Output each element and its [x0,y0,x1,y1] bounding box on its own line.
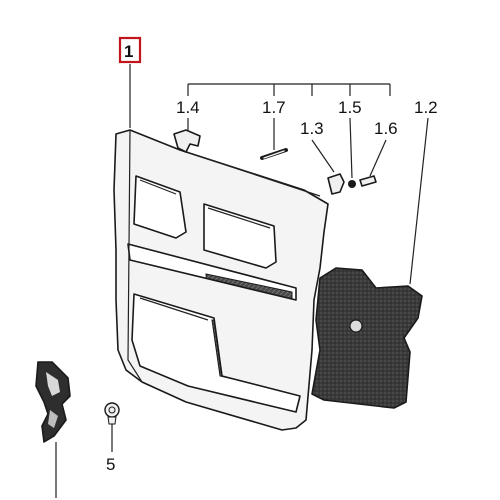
front-grille-panel [113,129,329,431]
push-plug [104,402,120,425]
leader-lines [55,64,429,498]
highlight-box [118,36,142,64]
mounting-bracket [173,129,201,153]
emblem-badge [35,361,71,443]
side-trim-panel [311,267,423,409]
retaining-pin [260,148,288,160]
callout-1-3[interactable]: 1.3 [300,119,324,138]
washer [348,180,356,188]
callout-5[interactable]: 5 [106,455,115,474]
screw [359,175,377,187]
callout-1-7[interactable]: 1.7 [262,98,286,117]
callout-1-6[interactable]: 1.6 [374,119,398,138]
panel-mount-hole [349,319,363,333]
callout-1-5[interactable]: 1.5 [338,98,362,117]
callout-1-4[interactable]: 1.4 [176,98,200,117]
angle-clip [327,173,345,195]
callout-1-2[interactable]: 1.2 [414,98,438,117]
callout-1[interactable]: 1 [124,42,133,61]
